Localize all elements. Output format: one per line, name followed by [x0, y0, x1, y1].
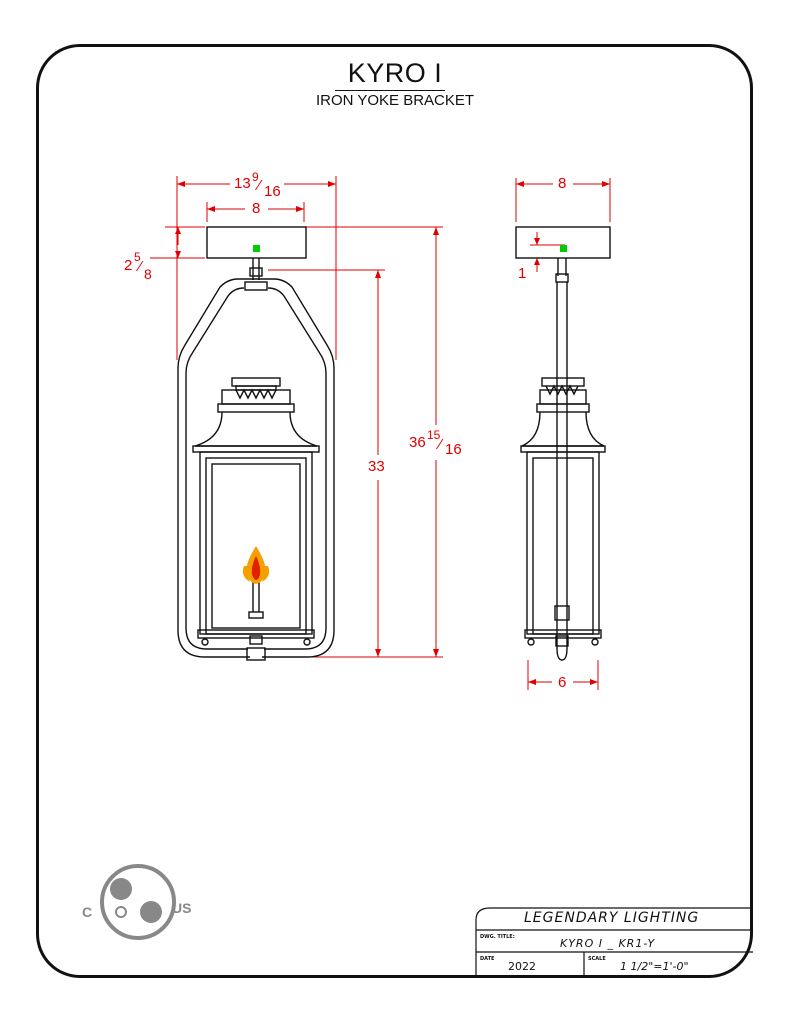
- side-dimension-arrows: [516, 181, 610, 685]
- title-block-lines: [475, 907, 753, 978]
- front-fixture-height-label: 33: [368, 458, 385, 475]
- front-overall-height-label: 36: [409, 434, 426, 451]
- front-mount-height-numerator: 5: [134, 250, 141, 264]
- front-lantern: [177, 226, 335, 661]
- date-label: DATE: [480, 956, 495, 962]
- scale-value: 1 1/2"=1'-0": [620, 960, 689, 973]
- front-dimension-arrows: [175, 181, 439, 657]
- front-mount-height-denominator: 8: [144, 266, 152, 282]
- title-block: LEGENDARY LIGHTING DWG. TITLE: KYRO I _ …: [474, 906, 754, 978]
- dwg-title-value: KYRO I _ KR1-Y: [560, 937, 656, 950]
- scale-label: SCALE: [588, 956, 606, 962]
- front-overall-height-denominator: 16: [445, 441, 462, 458]
- drawing-border: [36, 44, 753, 978]
- side-lantern: [515, 226, 611, 661]
- side-dimension-lines: [515, 178, 611, 690]
- front-flame: [242, 546, 270, 584]
- ul-listed-mark: [100, 864, 176, 940]
- front-dimension-lines: [150, 176, 443, 658]
- front-overall-height-numerator: 15: [427, 428, 441, 442]
- ul-canada-mark: C: [82, 904, 93, 920]
- ul-us-mark: US: [172, 900, 192, 916]
- side-base-width-label: 6: [558, 674, 567, 691]
- front-mount-point: [253, 245, 260, 252]
- side-mount-plate: [515, 226, 611, 259]
- front-overall-width-denominator: 16: [264, 183, 281, 200]
- dwg-title-label: DWG. TITLE:: [480, 934, 515, 940]
- side-mount-point: [560, 245, 567, 252]
- front-mount-height-slash: ⁄: [139, 258, 142, 275]
- yoke-left: [177, 278, 256, 658]
- date-value: 2022: [508, 960, 536, 973]
- front-mount-width-label: 8: [252, 200, 261, 217]
- front-overall-width-label: 13: [234, 175, 251, 192]
- front-overall-width-slash: ⁄: [258, 177, 261, 194]
- company-name: LEGENDARY LIGHTING: [524, 910, 700, 926]
- drawing-title: KYRO I: [347, 58, 443, 88]
- front-overall-height-slash: ⁄: [439, 436, 442, 453]
- side-stem-offset-label: 1: [518, 265, 527, 282]
- front-overall-width-numerator: 9: [252, 170, 259, 184]
- side-mount-width-label: 8: [558, 175, 567, 192]
- front-mount-height-label: 2: [124, 257, 133, 274]
- front-mount-plate: [206, 226, 307, 259]
- drawing-subtitle: IRON YOKE BRACKET: [315, 92, 475, 109]
- title-underline: [335, 90, 445, 91]
